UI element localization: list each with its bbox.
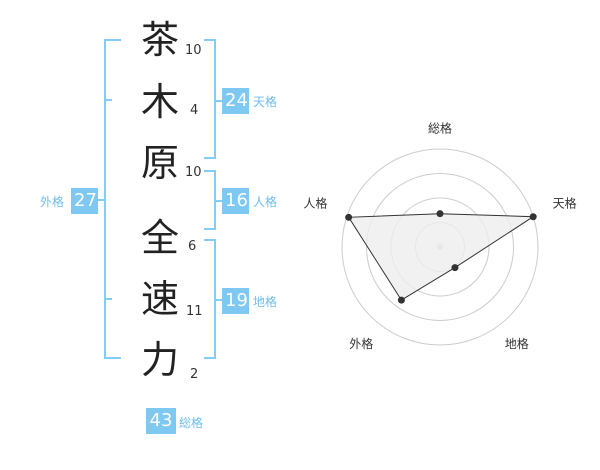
radar-point-3 [451,264,459,272]
radar-axis-label-3: 地格 [505,336,529,351]
radar-point-5 [345,213,353,221]
jinkaku-bracket [204,170,216,230]
stroke-count-3: 10 [185,165,202,180]
gaikaku-value-badge: 27 [71,188,98,214]
radar-point-1 [436,210,444,218]
name-char-3: 原 [140,141,179,185]
gaikaku-bracket-tick [97,199,105,201]
jinkaku-value-badge: 16 [222,188,249,214]
tenkaku-value-badge: 24 [222,88,249,114]
radar-point-4 [397,296,405,304]
bracket-divider-1 [104,99,112,101]
name-char-5: 速 [140,277,179,321]
radar-axis-label-2: 天格 [553,196,577,211]
radar-axis-label-1: 総格 [428,121,452,136]
tenkaku-bracket [204,39,216,159]
bracket-divider-2 [104,298,112,300]
radar-axis-label-4: 外格 [349,336,373,351]
stroke-count-2: 4 [190,103,199,118]
radar-grid-ring-3 [366,173,514,321]
stroke-count-1: 10 [185,43,202,58]
gaikaku-bracket [104,39,121,359]
stroke-count-4: 6 [188,239,197,254]
gaikaku-label: 外格 [40,195,65,209]
tenkaku-bracket-tick [216,100,223,102]
radar-point-2 [529,213,537,221]
name-char-1: 茶 [140,18,179,62]
name-char-6: 力 [140,338,179,382]
stroke-count-6: 2 [190,367,199,382]
radar-axis-label-5: 人格 [303,196,327,211]
jinkaku-bracket-tick [216,200,223,202]
chikaku-bracket-tick [216,299,223,301]
chikaku-label: 地格 [253,295,278,309]
soukaku-label: 総格 [179,416,204,430]
radar-grid-ring-4 [341,148,539,346]
stroke-count-5: 11 [186,304,203,319]
tenkaku-label: 天格 [253,95,278,109]
name-char-2: 木 [140,80,179,124]
radar-data-polygon [347,213,535,301]
chikaku-bracket [204,239,216,359]
chikaku-value-badge: 19 [222,288,249,314]
name-char-4: 全 [140,216,179,260]
soukaku-value-badge: 43 [146,408,176,434]
jinkaku-label: 人格 [253,195,278,209]
